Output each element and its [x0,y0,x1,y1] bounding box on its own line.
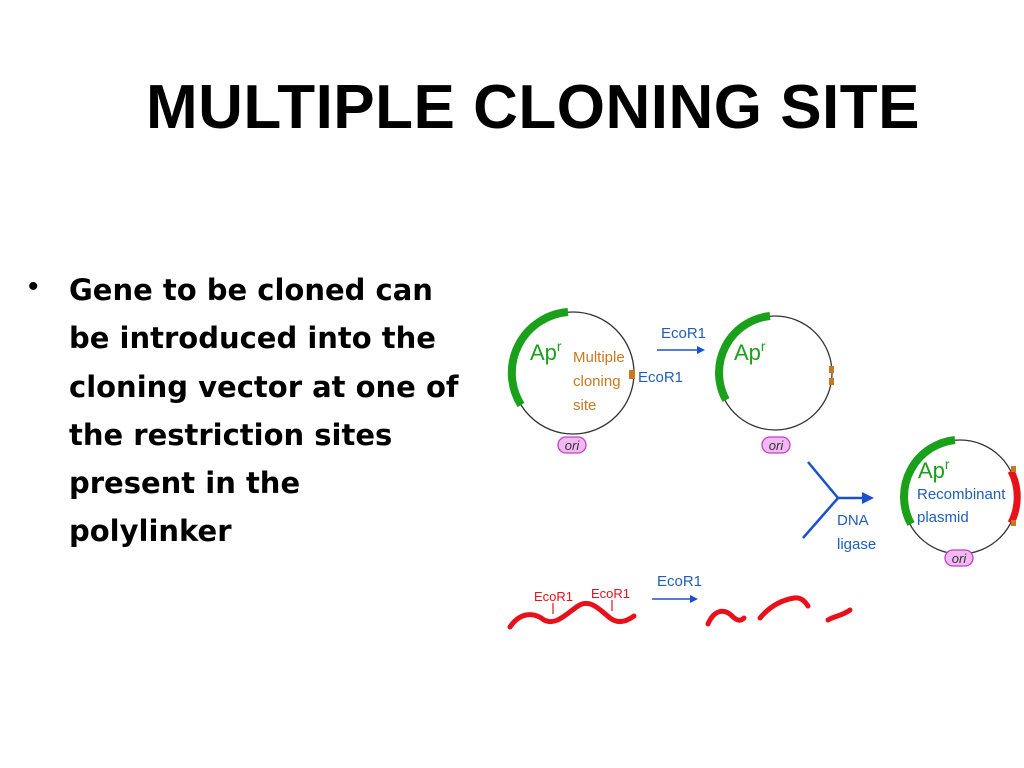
ligase-label: DNA [837,512,869,529]
ampicillin-marker-label: Apr [918,456,950,483]
enzyme-label: EcoR1 [661,325,706,342]
dna-fragment-end [705,608,747,627]
cut-end-mark [829,378,834,385]
mcs-label: cloning [573,373,621,390]
bullet-line: cloning vector at one of [69,369,459,404]
recombinant-label: plasmid [917,509,969,526]
ampicillin-marker-label: Apr [734,338,766,365]
ampicillin-marker-arc [507,308,569,408]
merge-line [807,461,839,499]
mcs-label: site [573,397,596,414]
dna-fragment-insert [757,595,811,621]
plasmid-recombinant: Apr Recombinant plasmid ori [900,436,1021,567]
insert-arc [1007,469,1021,525]
digested-fragments [705,595,853,627]
bullet-text: Gene to be cloned can be introduced into… [69,266,469,556]
dna-fragment-end [825,607,853,623]
merge-line [802,497,839,539]
ori-label: ori [952,551,968,566]
ori-badge [761,436,791,454]
site-label: EcoR1 [534,589,573,604]
ampicillin-marker-label: Apr [530,338,562,365]
ampicillin-marker-arc [715,312,771,402]
ampicillin-marker-arc [900,436,956,526]
mcs-mark [629,370,635,379]
bullet-dot-icon: • [28,270,39,303]
junction-mark [1011,520,1016,526]
site-label: EcoR1 [591,586,630,601]
insert-dna: EcoR1 EcoR1 [507,586,637,630]
enzyme-label: EcoR1 [657,573,702,590]
slide-title: MULTIPLE CLONING SITE [146,73,920,142]
bullet-line: be introduced into the [69,321,436,356]
ori-label: ori [565,438,581,453]
insert-restriction-arrow: EcoR1 [652,573,702,603]
arrow-head-icon [697,346,705,354]
ori-label: ori [769,438,785,453]
cut-end-mark [829,366,834,373]
bullet-line: present in the [69,466,301,501]
ligation-arrow: DNA ligase [802,461,876,553]
recombinant-label: Recombinant [917,486,1006,503]
arrow-head-icon [862,492,874,504]
junction-mark [1011,466,1016,472]
ori-badge [557,436,587,454]
mcs-label: Multiple [573,349,625,366]
site-label: EcoR1 [638,369,683,386]
plasmid-vector: Apr Multiple cloning site ori [507,308,635,454]
bullet-line: polylinker [69,514,232,549]
dna-strand [507,600,637,630]
bullet-line: the restriction sites [69,417,393,452]
restriction-step-arrow: EcoR1 EcoR1 [638,325,706,386]
arrow-head-icon [690,595,698,603]
ligase-label: ligase [837,536,876,553]
ori-badge [944,549,974,567]
plasmid-cut-vector: Apr ori [715,312,834,454]
bullet-line: Gene to be cloned can [69,273,433,307]
